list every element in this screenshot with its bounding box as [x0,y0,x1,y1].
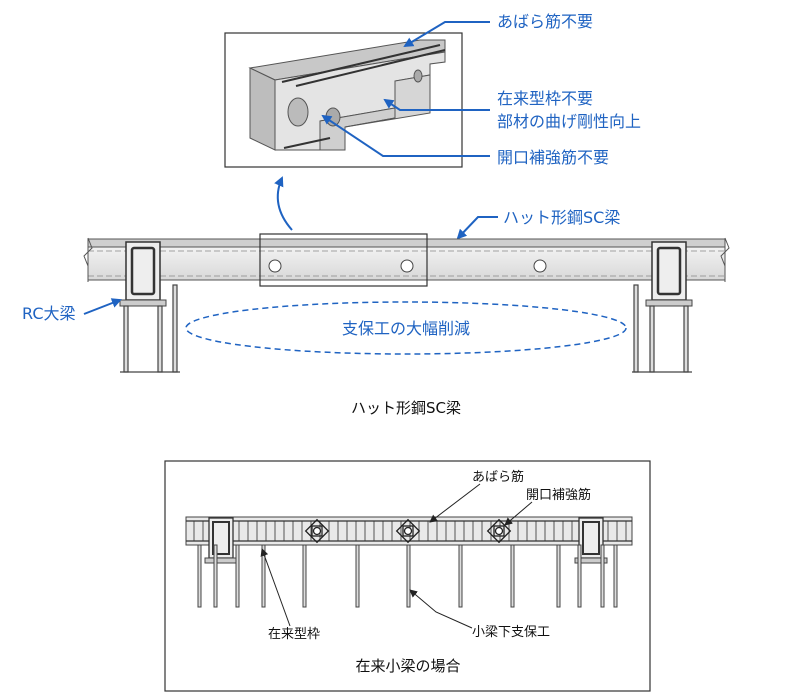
inset-detail [224,21,490,168]
leader-line [429,483,481,523]
zoom-region [259,233,428,287]
zoom-arrow [274,176,293,231]
opening-rebar-marks [304,518,512,544]
shoring-post [235,544,240,608]
shoring-post [406,544,411,608]
stirrup-marks [193,521,627,541]
top-diagram: あばら筋不要 在来型枠不要 部材の曲げ剛性向上 開口補強筋不要 ハット形鋼SC梁 [22,12,730,417]
shoring-post [355,544,360,608]
callout-arrow [403,21,490,48]
opening-3d [287,97,309,127]
label-rc-girder: RC大梁 [22,304,76,323]
rebars-3d [281,44,446,149]
web-opening [268,259,282,273]
callout-arrow [83,298,122,315]
callout-arrow [383,98,490,111]
callout-stiffness: 部材の曲げ剛性向上 [497,112,641,131]
beam-elevation [83,233,730,287]
beam-shoring-posts [197,544,618,608]
label-shoring: 小梁下支保工 [472,625,550,640]
shoring-post [556,544,561,608]
shoring-post [458,544,463,608]
callout-hat-beam: ハット形鋼SC梁 [503,208,620,227]
label-conventional-formwork: 在来型枠 [268,627,320,642]
opening-3d [413,69,423,83]
leader-line [504,501,533,526]
girder-shoring [120,284,692,373]
label-opening-rebar: 開口補強筋 [526,487,591,503]
shoring-post [261,544,266,608]
caption-bottom: 在来小梁の場合 [355,657,460,675]
hat-beam-3d [248,39,446,151]
shoring-post [213,544,218,608]
rc-girder-bottom-right [574,517,608,564]
callout-arrow [456,216,498,240]
shoring-post [197,544,202,608]
web-opening [533,259,547,273]
leader-line [260,548,291,627]
shoring-post [613,544,618,608]
shoring-reduction-area [185,301,627,355]
caption-top: ハット形鋼SC梁 [351,399,461,417]
label-stirrup: あばら筋 [472,469,524,485]
bottom-diagram: あばら筋 開口補強筋 在来型枠 小梁下支保工 在来小梁の場合 [164,460,651,692]
rc-girder-bottom-left [204,517,238,564]
leader-line [409,589,473,629]
callout-arrow [321,114,490,157]
shoring-post [302,544,307,608]
label-shoring-reduction: 支保工の大幅削減 [342,319,470,338]
web-opening [400,259,414,273]
rc-girder-left [119,241,167,307]
callout-no-top-rebar: あばら筋不要 [497,12,593,31]
shoring-post [577,544,582,608]
callout-no-formwork: 在来型枠不要 [497,89,593,108]
callout-no-opening-rebar: 開口補強筋不要 [497,148,609,167]
shoring-post [510,544,515,608]
shoring-post [600,544,605,608]
rc-girder-right [645,241,693,307]
